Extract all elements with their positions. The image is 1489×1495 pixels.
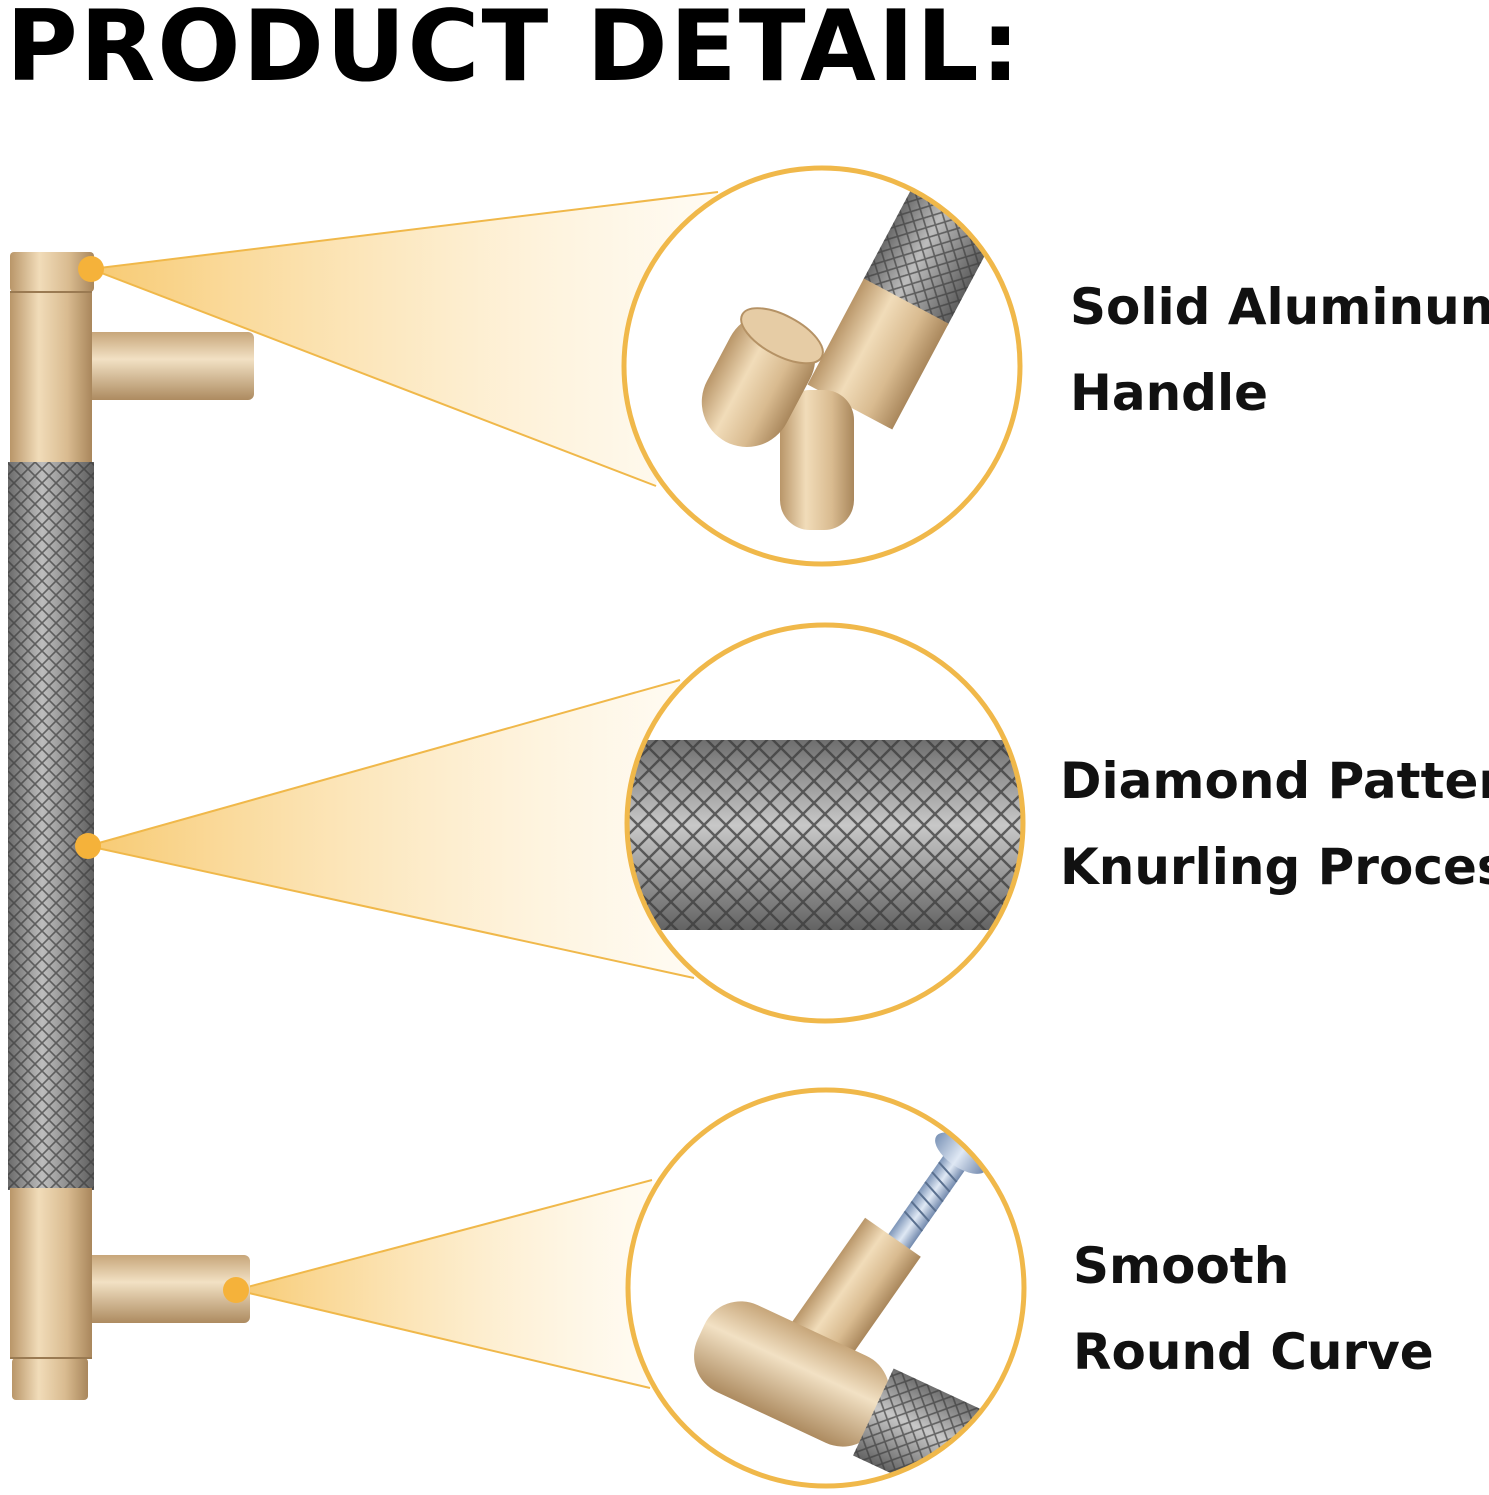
feature-label-line: Diamond Pattern <box>1060 752 1489 810</box>
product-handle-image <box>8 252 254 1400</box>
feature-label-line: Smooth <box>1073 1237 1290 1295</box>
feature-label-line: Round Curve <box>1073 1323 1434 1381</box>
callout-beam-bottom <box>236 1180 652 1388</box>
callout-dot-top <box>78 256 104 282</box>
callout-beam-top <box>91 192 718 486</box>
feature-label-line: Solid Aluminum <box>1070 278 1489 336</box>
callout-dot-bottom <box>223 1277 249 1303</box>
callout-dot-middle <box>75 833 101 859</box>
callout-beam-middle <box>88 680 694 978</box>
feature-label-line: Handle <box>1070 364 1269 422</box>
feature-label-diamond-pattern: Diamond Pattern Knurling Process <box>1060 738 1489 910</box>
detail-screw-image <box>625 1087 1027 1489</box>
page-title: PRODUCT DETAIL: <box>6 0 1022 104</box>
feature-label-line: Knurling Process <box>1060 838 1489 896</box>
detail-knurl-image <box>624 622 1026 1024</box>
feature-label-smooth-curve: Smooth Round Curve <box>1073 1223 1434 1395</box>
feature-label-solid-aluminum: Solid Aluminum Handle <box>1070 264 1489 436</box>
